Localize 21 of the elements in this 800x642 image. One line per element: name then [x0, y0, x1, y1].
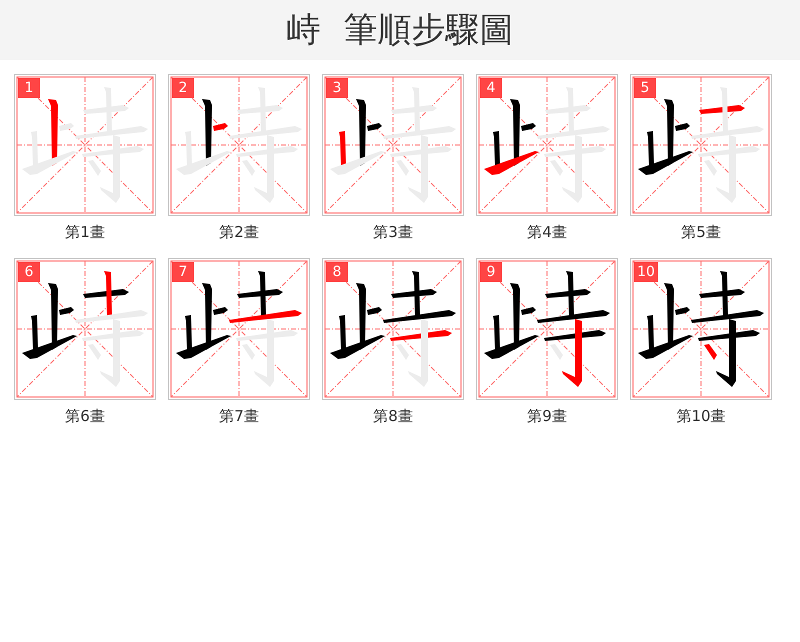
- number-badge: 1: [18, 78, 40, 98]
- step-caption: 第7畫: [219, 407, 259, 425]
- number-badge: 8: [326, 262, 348, 282]
- step-caption: 第9畫: [527, 407, 567, 425]
- number-badge: 10: [634, 262, 658, 282]
- number-badge: 2: [172, 78, 194, 98]
- number-badge: 7: [172, 262, 194, 282]
- step-caption: 第5畫: [681, 223, 721, 241]
- title: 峙 筆順步驟圖: [286, 10, 514, 50]
- step-caption: 第3畫: [373, 223, 413, 241]
- number-badge: 6: [18, 262, 40, 282]
- step-caption: 第4畫: [527, 223, 567, 241]
- step-caption: 第6畫: [65, 407, 105, 425]
- number-badge: 5: [634, 78, 656, 98]
- number-badge: 4: [480, 78, 502, 98]
- number-badge: 3: [326, 78, 348, 98]
- number-badge: 9: [480, 262, 502, 282]
- step-caption: 第10畫: [676, 407, 726, 425]
- step-caption: 第1畫: [65, 223, 105, 241]
- step-caption: 第2畫: [219, 223, 259, 241]
- step-caption: 第8畫: [373, 407, 413, 425]
